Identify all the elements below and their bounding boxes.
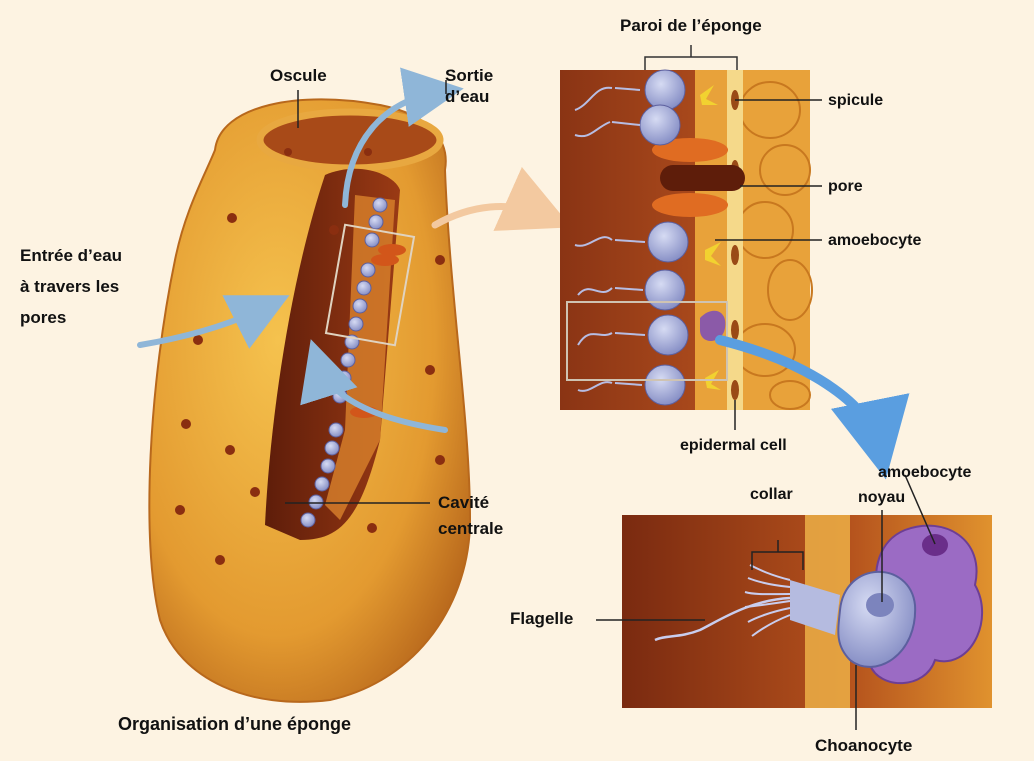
noyau-label: noyau [858, 487, 905, 508]
cavite-line-1: Cavité [438, 490, 503, 516]
entree-eau-label: Entrée d’eau à travers les pores [20, 240, 122, 333]
amoebocyte-nucleus [922, 534, 948, 556]
flagelle-label: Flagelle [510, 608, 573, 629]
wall-bracket [645, 45, 737, 70]
amoebocyte-bottom-label: amoebocyte [878, 462, 971, 483]
cavite-line-2: centrale [438, 516, 503, 542]
oscule-opening [260, 112, 440, 168]
collar-label: collar [750, 484, 793, 505]
epidermal-cell-label: epidermal cell [680, 435, 787, 456]
choanocyte-label: Choanocyte [815, 735, 912, 756]
sponge-body [149, 99, 470, 702]
oscule-label: Oscule [270, 65, 327, 86]
sortie-line-2: d’eau [445, 86, 493, 107]
organisation-caption: Organisation d’une éponge [118, 714, 351, 735]
sortie-eau-label: Sortie d’eau [445, 65, 493, 107]
amoebocyte-top-label: amoebocyte [828, 230, 921, 251]
choanocyte-panel [596, 475, 992, 730]
entree-line-1: Entrée d’eau [20, 240, 122, 271]
spicule-label: spicule [828, 90, 883, 111]
paroi-label: Paroi de l’éponge [620, 15, 762, 36]
entree-line-3: pores [20, 302, 122, 333]
sortie-line-1: Sortie [445, 65, 493, 86]
entree-line-2: à travers les [20, 271, 122, 302]
pore-label: pore [828, 176, 863, 197]
choanocyte-nucleus [866, 593, 894, 617]
zoom-arrow-wall [435, 206, 546, 225]
wall-panel [560, 45, 822, 430]
cavite-centrale-label: Cavité centrale [438, 490, 503, 542]
